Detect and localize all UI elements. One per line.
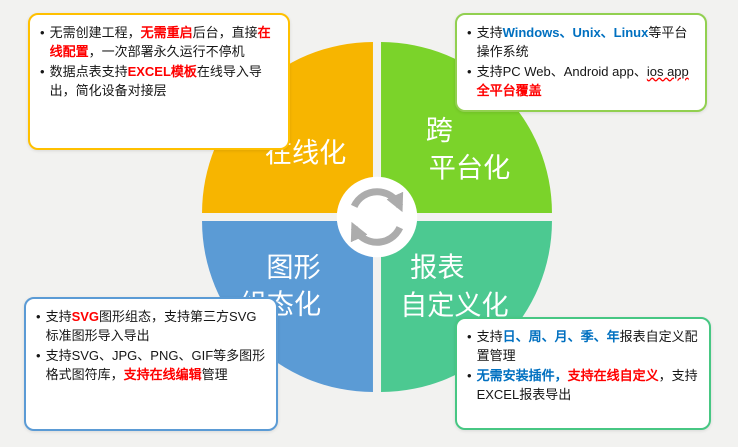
bullet-dot: • xyxy=(40,63,45,79)
callout-cross-platform-text-2: 支持PC Web、Android app、ios app全平台覆盖 xyxy=(476,63,689,98)
callout-cross-platform-bullet-1: • 支持Windows、Unix、Linux等平台操作系统 xyxy=(467,24,695,62)
callout-graphic-scada-bullet-2: • 支持SVG、JPG、PNG、GIF等多图形格式图符库，支持在线编辑管理 xyxy=(36,347,266,385)
callout-graphic-scada-list: • 支持SVG图形组态，支持第三方SVG标准图形导入导出 • 支持SVG、JPG… xyxy=(36,308,266,384)
quadrant-report-custom: 报表 自定义化 xyxy=(381,221,552,392)
callout-online-text-2: 数据点表支持EXCEL模板在线导入导出，简化设备对接层 xyxy=(49,63,262,98)
callout-report-custom-bullet-2: • 无需安装插件，支持在线自定义，支持EXCEL报表导出 xyxy=(467,367,699,405)
callout-report-custom-list: • 支持日、周、月、季、年报表自定义配置管理 • 无需安装插件，支持在线自定义，… xyxy=(467,328,699,404)
bullet-dot: • xyxy=(467,63,472,79)
bullet-dot: • xyxy=(467,25,472,40)
callout-report-custom-bullet-1: • 支持日、周、月、季、年报表自定义配置管理 xyxy=(467,328,699,366)
callout-report-custom-text-1: 支持日、周、月、季、年报表自定义配置管理 xyxy=(476,329,698,363)
quadrant-graphic-scada-label-line1: 图形 xyxy=(266,251,320,282)
callout-online-bullet-1: • 无需创建工程，无需重启后台，直接在线配置，一次部署永久运行不停机 xyxy=(40,24,278,62)
callout-online-text-1: 无需创建工程，无需重启后台，直接在线配置，一次部署永久运行不停机 xyxy=(49,25,271,59)
quadrant-report-custom-label-line1: 报表 xyxy=(410,251,464,282)
callout-online-bullet-2: • 数据点表支持EXCEL模板在线导入导出，简化设备对接层 xyxy=(40,63,278,101)
bullet-dot: • xyxy=(40,25,45,40)
callout-report-custom-text-2: 无需安装插件，支持在线自定义，支持EXCEL报表导出 xyxy=(476,367,698,402)
callout-online: • 无需创建工程，无需重启后台，直接在线配置，一次部署永久运行不停机 • 数据点… xyxy=(28,13,290,150)
quadrant-cross-platform: 跨 平台化 xyxy=(381,42,552,213)
quadrant-cross-platform-label-line2: 平台化 xyxy=(429,152,510,183)
callout-cross-platform-list: • 支持Windows、Unix、Linux等平台操作系统 • 支持PC Web… xyxy=(467,24,695,100)
callout-report-custom: • 支持日、周、月、季、年报表自定义配置管理 • 无需安装插件，支持在线自定义，… xyxy=(455,317,711,430)
bullet-dot: • xyxy=(467,329,472,344)
quadrant-pie: 在线化 跨 平台化 图形 组态化 报表 自定义化 xyxy=(202,42,552,392)
quadrant-cross-platform-label-line1: 跨 xyxy=(426,115,453,146)
callout-cross-platform: • 支持Windows、Unix、Linux等平台操作系统 • 支持PC Web… xyxy=(455,13,707,112)
bullet-dot: • xyxy=(36,309,41,324)
callout-graphic-scada-text-2: 支持SVG、JPG、PNG、GIF等多图形格式图符库，支持在线编辑管理 xyxy=(45,347,266,382)
callout-graphic-scada-bullet-1: • 支持SVG图形组态，支持第三方SVG标准图形导入导出 xyxy=(36,308,266,346)
callout-online-list: • 无需创建工程，无需重启后台，直接在线配置，一次部署永久运行不停机 • 数据点… xyxy=(40,24,278,100)
quadrant-report-custom-shape xyxy=(381,221,552,392)
quadrant-report-custom-label-line2: 自定义化 xyxy=(400,290,509,321)
sync-arrows-icon xyxy=(350,188,404,246)
bullet-dot: • xyxy=(36,347,41,363)
center-hub xyxy=(336,176,418,258)
callout-graphic-scada-text-1: 支持SVG图形组态，支持第三方SVG标准图形导入导出 xyxy=(45,309,257,343)
callout-graphic-scada: • 支持SVG图形组态，支持第三方SVG标准图形导入导出 • 支持SVG、JPG… xyxy=(24,297,278,431)
quadrant-cross-platform-shape xyxy=(381,42,552,213)
callout-cross-platform-bullet-2: • 支持PC Web、Android app、ios app全平台覆盖 xyxy=(467,63,695,101)
bullet-dot: • xyxy=(467,367,472,383)
quadrant-graphic-scada-shape xyxy=(202,221,373,392)
callout-cross-platform-text-1: 支持Windows、Unix、Linux等平台操作系统 xyxy=(476,25,688,59)
